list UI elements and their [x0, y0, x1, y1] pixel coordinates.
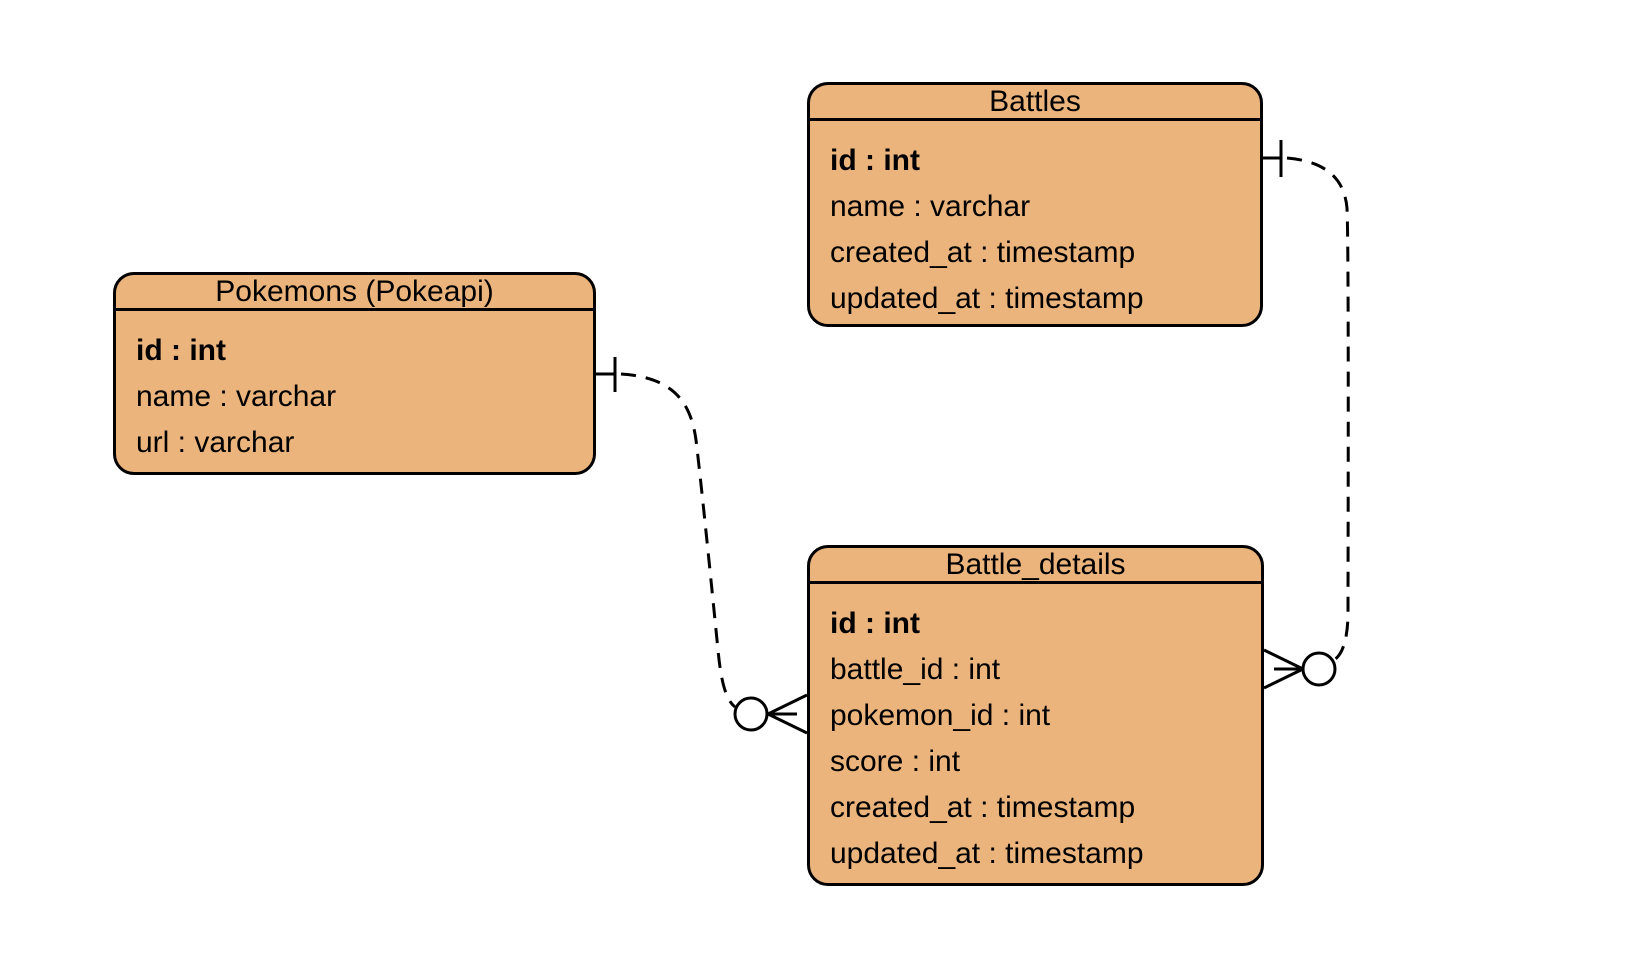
field-row: id : int	[830, 607, 920, 640]
entity-field-list: id : int battle_id : int pokemon_id : in…	[810, 584, 1261, 877]
field-row: pokemon_id : int	[830, 699, 1051, 732]
entity-field-list: id : int name : varchar created_at : tim…	[810, 121, 1260, 322]
zero-or-many-cardinality-icon	[733, 693, 808, 735]
field-row: created_at : timestamp	[830, 236, 1136, 269]
field-row: name : varchar	[830, 190, 1031, 223]
relationship-pokemons-battle-details	[596, 357, 808, 735]
relationship-line	[1286, 156, 1350, 663]
entity-battles: Battles id : int name : varchar created_…	[807, 82, 1263, 327]
entity-title: Battle_details	[810, 548, 1261, 584]
relationship-battles-battle-details	[1263, 140, 1350, 690]
relationship-line	[620, 372, 737, 709]
field-row: battle_id : int	[830, 653, 1001, 686]
field-row: id : int	[830, 144, 920, 177]
field-row: url : varchar	[136, 426, 295, 459]
field-row: created_at : timestamp	[830, 791, 1136, 824]
zero-or-many-cardinality-icon	[1263, 648, 1337, 690]
field-row: updated_at : timestamp	[830, 837, 1144, 870]
entity-field-list: id : int name : varchar url : varchar	[116, 311, 593, 466]
entity-battle-details: Battle_details id : int battle_id : int …	[807, 545, 1264, 886]
entity-title: Battles	[810, 85, 1260, 121]
entity-pokemons: Pokemons (Pokeapi) id : int name : varch…	[113, 272, 596, 475]
entity-title: Pokemons (Pokeapi)	[116, 275, 593, 311]
field-row: score : int	[830, 745, 961, 778]
field-row: updated_at : timestamp	[830, 282, 1144, 315]
field-row: name : varchar	[136, 380, 337, 413]
field-row: id : int	[136, 334, 226, 367]
